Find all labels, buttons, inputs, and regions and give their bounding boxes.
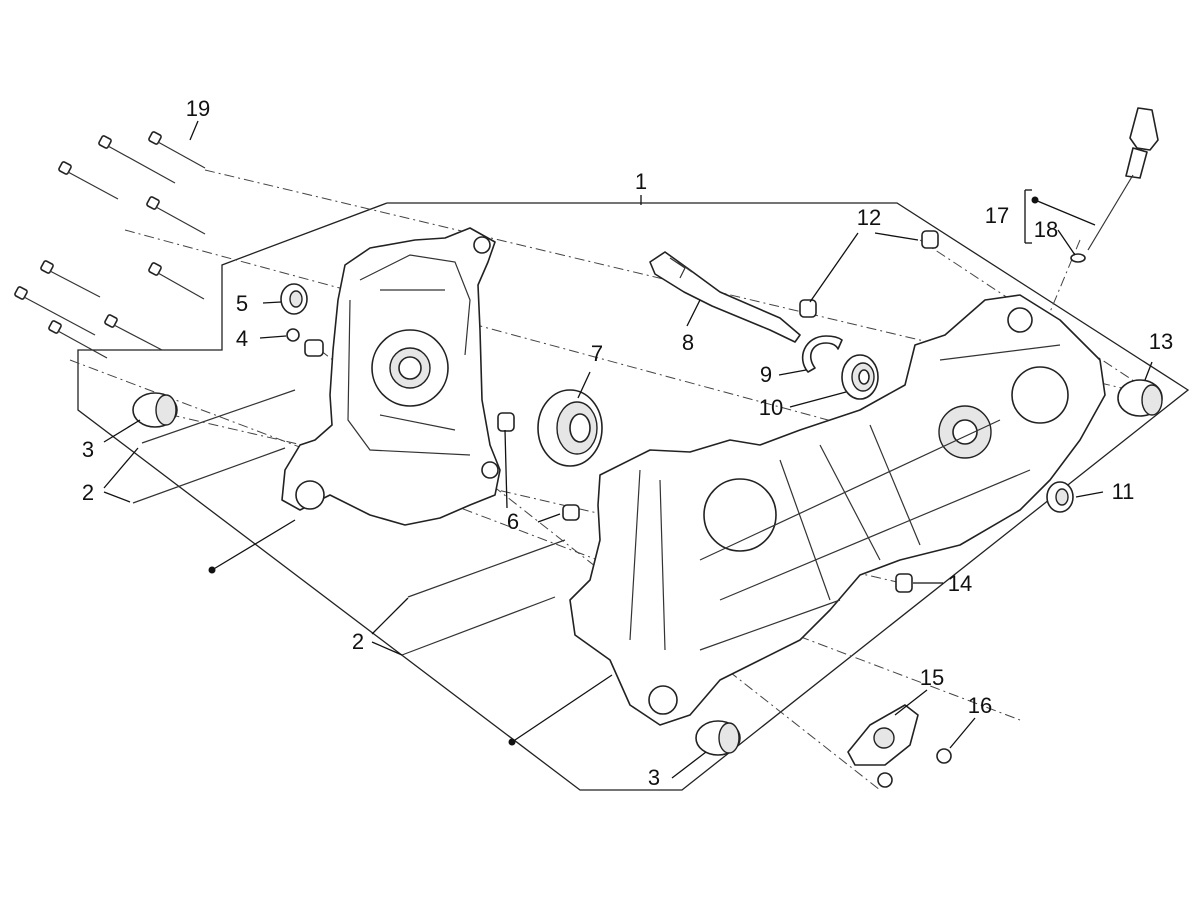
- callout-6: 6: [506, 509, 520, 534]
- callout-15: 15: [919, 665, 945, 690]
- dowel-pins-6: [497, 412, 580, 521]
- cover-plate-15: [847, 704, 919, 766]
- bullet-dot-left: [208, 566, 216, 574]
- leader-lines: [103, 120, 1153, 779]
- callout-2-left: 2: [81, 480, 95, 505]
- silent-block-3-left: [132, 392, 178, 428]
- bearing-10: [841, 354, 879, 400]
- callout-18: 18: [1033, 217, 1059, 242]
- screws-16: [877, 748, 952, 788]
- callout-7: 7: [590, 341, 604, 366]
- callout-5: 5: [235, 291, 249, 316]
- callout-17: 17: [984, 203, 1010, 228]
- shaft-8: [649, 251, 801, 343]
- callout-11: 11: [1111, 479, 1135, 504]
- oil-seal-11: [1046, 481, 1074, 513]
- callout-4: 4: [235, 326, 249, 351]
- callout-3-bottom: 3: [647, 765, 661, 790]
- silent-block-3-bottom: [695, 720, 741, 756]
- bullet-dot-bottom: [508, 738, 516, 746]
- callout-8: 8: [681, 330, 695, 355]
- bullet-dot-17: [1031, 196, 1039, 204]
- callout-19: 19: [185, 96, 211, 121]
- dowel-pins-12: [799, 230, 939, 318]
- silent-block-13: [1117, 379, 1163, 417]
- dowel-pin-4: [286, 328, 324, 357]
- callout-3-left: 3: [81, 437, 95, 462]
- oil-seal-5: [280, 283, 308, 315]
- callout-16: 16: [967, 693, 993, 718]
- callout-10: 10: [758, 395, 784, 420]
- callout-13: 13: [1148, 329, 1174, 354]
- left-crankcase-half: [281, 227, 501, 526]
- assembly-frame: [77, 202, 1190, 791]
- callout-1: 1: [634, 169, 648, 194]
- dowel-pin-14: [895, 573, 913, 593]
- callout-9: 9: [759, 362, 773, 387]
- dipstick-17: [1070, 107, 1159, 263]
- right-crankcase-half: [569, 294, 1106, 726]
- callout-2-lower: 2: [351, 629, 365, 654]
- studs-2: [132, 389, 566, 656]
- bearing-7: [537, 389, 603, 467]
- circlip-9: [801, 335, 843, 373]
- callout-14: 14: [947, 571, 973, 596]
- callout-12: 12: [856, 205, 882, 230]
- bolt-set-19: [14, 131, 206, 359]
